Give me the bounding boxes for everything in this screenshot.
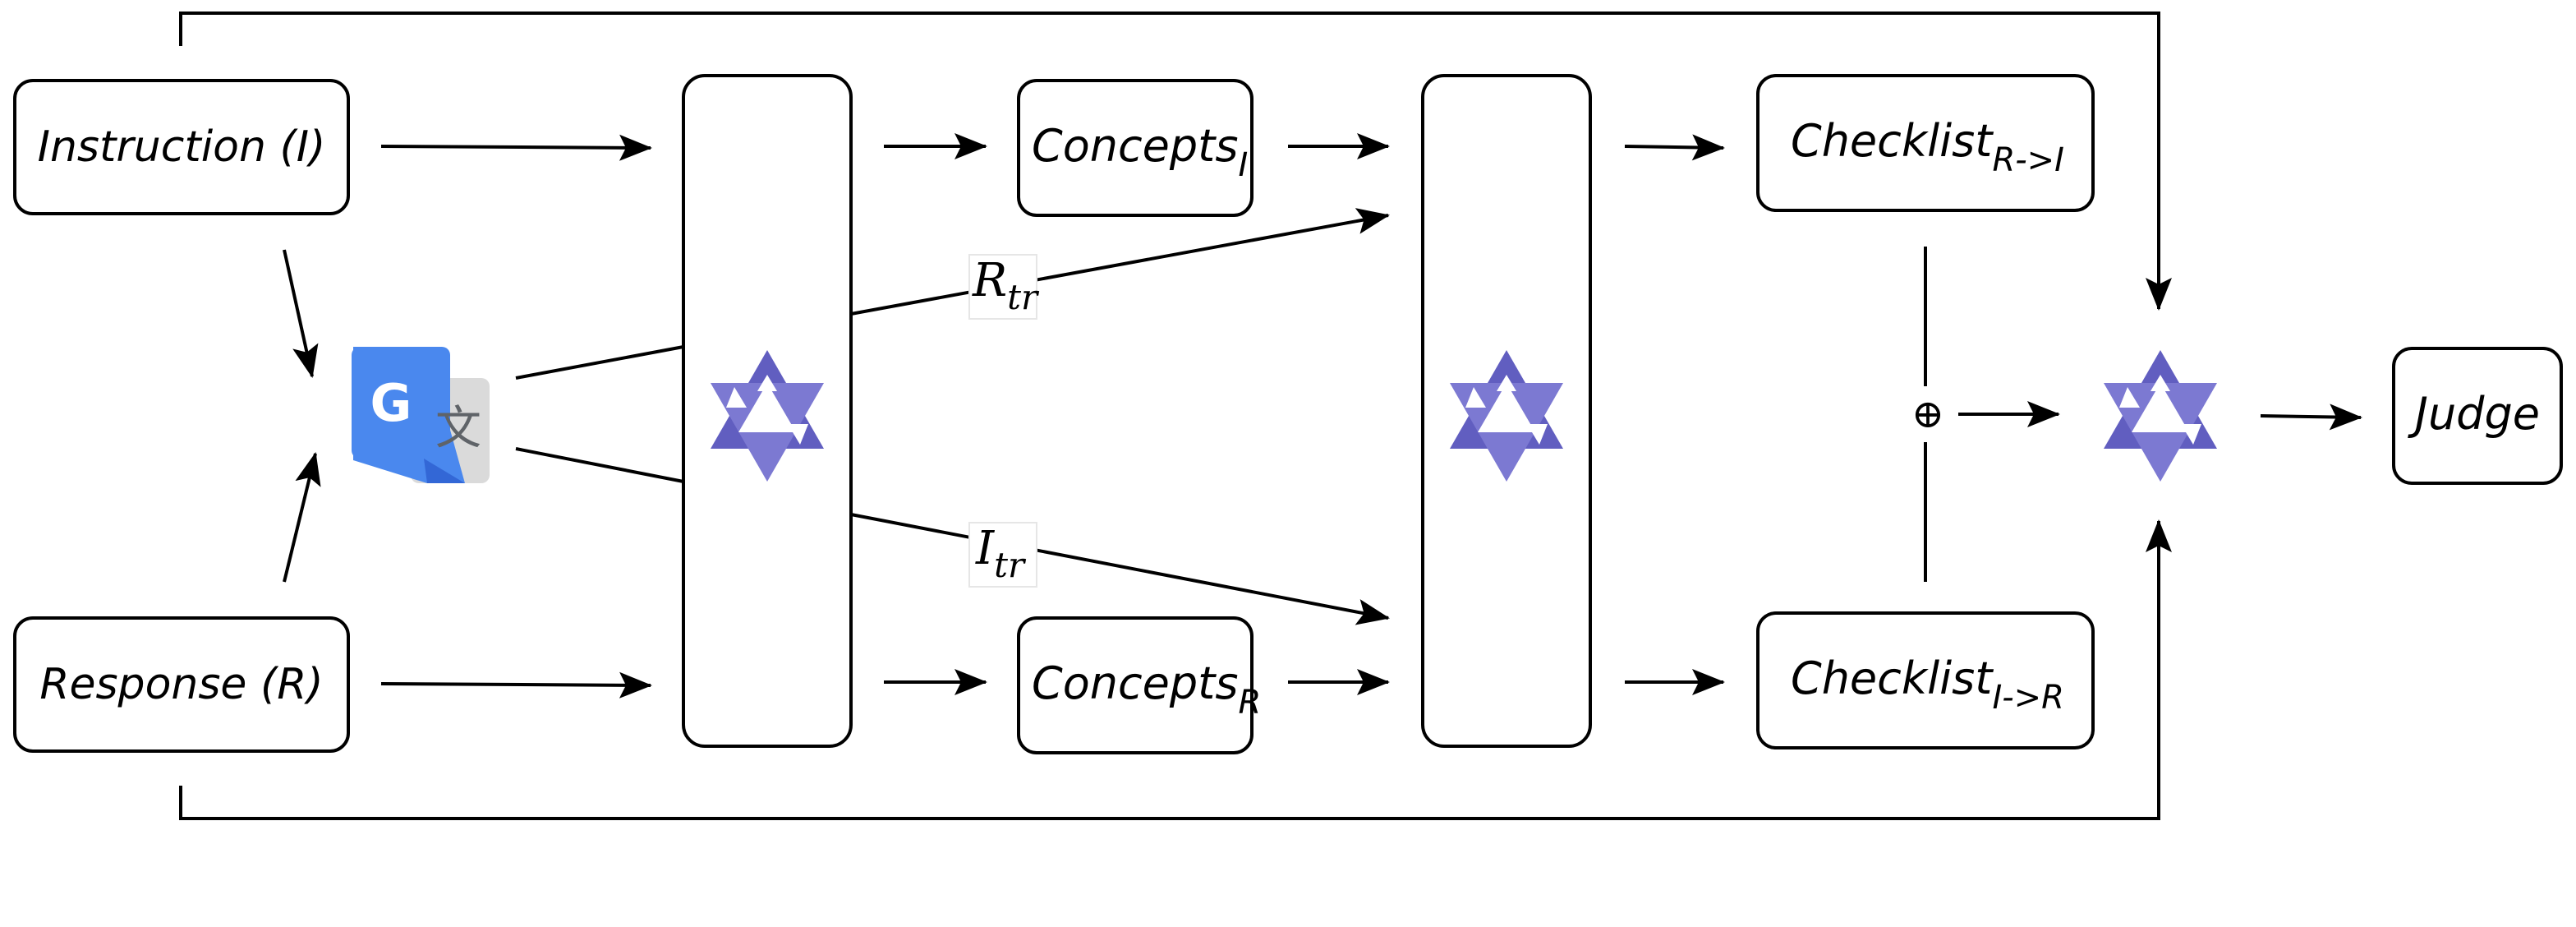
response-to-translate-arrow: [283, 452, 321, 583]
concepts-r-node: ConceptsR: [1017, 616, 1261, 754]
checklist-r-to-i-node: ChecklistR->I: [1756, 74, 2095, 212]
response-to-judge-llm-line: [179, 519, 2172, 820]
judge-node: Judge: [2392, 347, 2563, 485]
concepts-i-label: ConceptsI: [1032, 120, 1248, 184]
i-tr-arrow: [850, 513, 1390, 625]
concepts-i-node: ConceptsI: [1017, 79, 1254, 217]
checklist-i-to-r-label: ChecklistI->R: [1791, 653, 2064, 717]
svg-text:文: 文: [435, 402, 481, 455]
checklist-i-to-r-node: ChecklistI->R: [1756, 611, 2095, 749]
qwen-llm-icon: [2104, 350, 2217, 482]
google-translate-icon: G 文: [352, 347, 490, 483]
translate-to-llm1-line-bottom: [515, 447, 684, 483]
llm3-to-judge-arrow: [2260, 404, 2362, 431]
llm-1: [682, 74, 853, 748]
concepts-r-label: ConceptsR: [1032, 657, 1261, 722]
instruction-node: Instruction (I): [13, 79, 350, 215]
response-node: Response (R): [13, 616, 350, 753]
concat-symbol: ⊕: [1911, 391, 1944, 437]
response-to-llm1-arrow: [380, 671, 652, 699]
i-tr-label: Itr: [968, 522, 1037, 588]
translate-to-llm1-line-top: [515, 345, 684, 380]
svg-text:G: G: [370, 373, 412, 433]
instruction-label: Instruction (I): [38, 122, 326, 172]
llm-2: [1421, 74, 1592, 748]
response-label: Response (R): [39, 660, 323, 709]
svg-text:Rtr: Rtr: [972, 254, 1040, 317]
instruction-to-judge-llm-line: [179, 12, 2172, 311]
r-tr-arrow: [850, 208, 1390, 316]
judge-label: Judge: [2408, 388, 2540, 440]
instruction-to-llm1-arrow: [380, 134, 652, 161]
instruction-to-translate-arrow: [283, 249, 319, 378]
checklist-r-to-i-label: ChecklistR->I: [1791, 115, 2064, 179]
svg-text:Itr: Itr: [975, 522, 1027, 585]
r-tr-label: Rtr: [968, 254, 1040, 320]
llm2-to-checklist-ri-arrow: [1624, 134, 1725, 161]
